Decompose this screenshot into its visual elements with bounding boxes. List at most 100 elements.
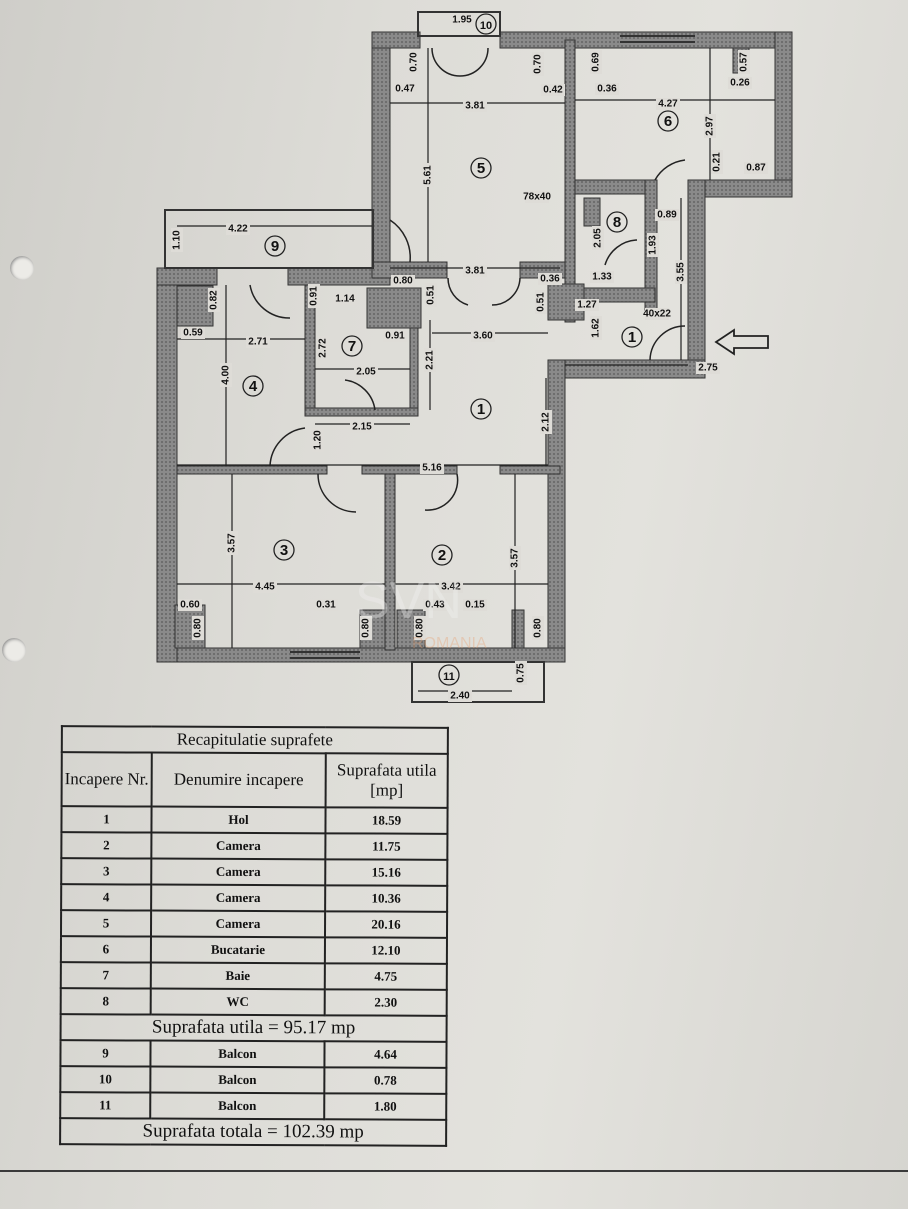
dimension-label: 0.36: [540, 274, 560, 285]
dimension-label: 0.51: [426, 285, 437, 305]
dimension-label: 0.80: [361, 618, 372, 638]
cell-name: Balcon: [150, 1066, 325, 1094]
cell-name: Camera: [151, 832, 326, 860]
balcony-outlines: [164, 11, 695, 703]
dimension-label: 78x40: [523, 192, 551, 203]
cell-nr: 3: [61, 858, 152, 885]
cell-area: 0.78: [324, 1067, 447, 1094]
cell-nr: 2: [61, 832, 152, 859]
arrow-left-icon: [714, 328, 769, 356]
room-number: 2: [438, 547, 446, 564]
dimension-label: 0.75: [516, 663, 527, 683]
room-number-marker: 6: [657, 110, 679, 132]
dimension-label: 1.62: [591, 318, 602, 338]
total: Suprafata totala = 102.39 mp: [60, 1118, 447, 1146]
cell-area: 20.16: [324, 911, 448, 938]
cell-nr: 8: [60, 988, 151, 1015]
room-number-marker: 9: [264, 235, 286, 257]
dimension-label: 0.31: [316, 600, 336, 611]
punch-hole: [2, 638, 26, 662]
room-number: 6: [664, 113, 672, 130]
dimension-label: 3.57: [227, 533, 238, 553]
dimension-label: 0.91: [309, 286, 320, 306]
cell-name: WC: [150, 988, 325, 1016]
dimension-label: 4.22: [228, 224, 248, 235]
cell-area: 4.75: [324, 963, 447, 990]
cell-area: 15.16: [325, 859, 448, 886]
area-summary-table: Recapitulatie suprafete Incapere Nr. Den…: [59, 725, 449, 1147]
dimension-label: 0.15: [465, 600, 485, 611]
cell-name: Hol: [151, 806, 326, 834]
dimension-label: 0.87: [746, 163, 766, 174]
cell-name: Balcon: [150, 1092, 325, 1120]
room-number-marker: 4: [242, 375, 264, 397]
cell-nr: 9: [60, 1040, 151, 1067]
dimension-label: 0.91: [385, 331, 405, 342]
cell-name: Baie: [150, 962, 325, 990]
dimension-label: 0.80: [393, 276, 413, 287]
room-number: 7: [348, 338, 356, 355]
room-number: 4: [249, 378, 258, 395]
dimension-label: 3.55: [676, 262, 687, 282]
dimension-label: 1.33: [592, 272, 612, 283]
cell-name: Bucatarie: [150, 936, 325, 964]
dimension-label: 3.57: [510, 548, 521, 568]
dimension-label: 2.05: [356, 367, 376, 378]
dimension-labels: 1.950.700.470.700.420.690.360.570.263.81…: [171, 14, 768, 702]
cell-area: 1.80: [324, 1093, 447, 1120]
cell-nr: 4: [61, 884, 152, 911]
punch-hole: [10, 256, 34, 280]
dimension-label: 2.05: [593, 228, 604, 248]
dimension-label: 0.69: [591, 52, 602, 72]
table-title: Recapitulatie suprafete: [61, 726, 448, 754]
dimension-label: 4.00: [221, 365, 232, 385]
room-number: 5: [477, 160, 485, 177]
room-number: 8: [613, 214, 621, 231]
dimension-label: 0.80: [415, 618, 426, 638]
cell-area: 18.59: [325, 807, 448, 834]
dimension-label: 0.43: [425, 600, 445, 611]
dimension-label: 0.80: [533, 618, 544, 638]
room-number-marker: 1: [470, 398, 492, 420]
room-number-marker: 5: [470, 157, 492, 179]
room-number: 1: [628, 329, 636, 346]
dimension-label: 1.14: [335, 294, 355, 305]
door-swings: [249, 47, 686, 513]
cell-area: 2.30: [324, 989, 447, 1016]
cell-nr: 1: [61, 806, 152, 833]
dimension-label: 2.71: [248, 337, 268, 348]
cell-nr: 10: [60, 1066, 151, 1093]
page-edge-line: [0, 1170, 908, 1172]
room-number: 11: [443, 671, 455, 683]
dimension-label: 0.51: [536, 292, 547, 312]
svg-text:SVN: SVN: [355, 572, 462, 630]
dimension-label: 0.26: [730, 78, 750, 89]
dimension-label: 0.36: [597, 84, 617, 95]
dimension-label: 0.70: [409, 52, 420, 72]
dimension-label: 0.57: [739, 52, 750, 72]
room-number-marker: 3: [273, 539, 295, 561]
floor-plan: 1.950.700.470.700.420.690.360.570.263.81…: [156, 11, 793, 703]
header-room-name: Denumire incapere: [151, 752, 326, 808]
cell-area: 12.10: [324, 937, 447, 964]
room-number: 9: [271, 238, 279, 255]
dimension-label: 3.42: [441, 582, 461, 593]
watermark-logo: SVN ROMANIA: [355, 572, 487, 652]
cell-nr: 7: [60, 962, 151, 989]
dimension-label: 2.12: [541, 412, 552, 432]
dimension-label: 2.15: [352, 422, 372, 433]
header-area: Suprafata utila [mp]: [325, 753, 448, 808]
dimension-label: 1.95: [452, 15, 472, 26]
room-number-marker: 10: [475, 13, 497, 35]
svg-text:ROMANIA: ROMANIA: [412, 635, 487, 652]
dimension-label: 3.81: [465, 101, 485, 112]
dimension-label: 1.93: [648, 235, 659, 255]
room-number-marker: 1: [621, 326, 643, 348]
